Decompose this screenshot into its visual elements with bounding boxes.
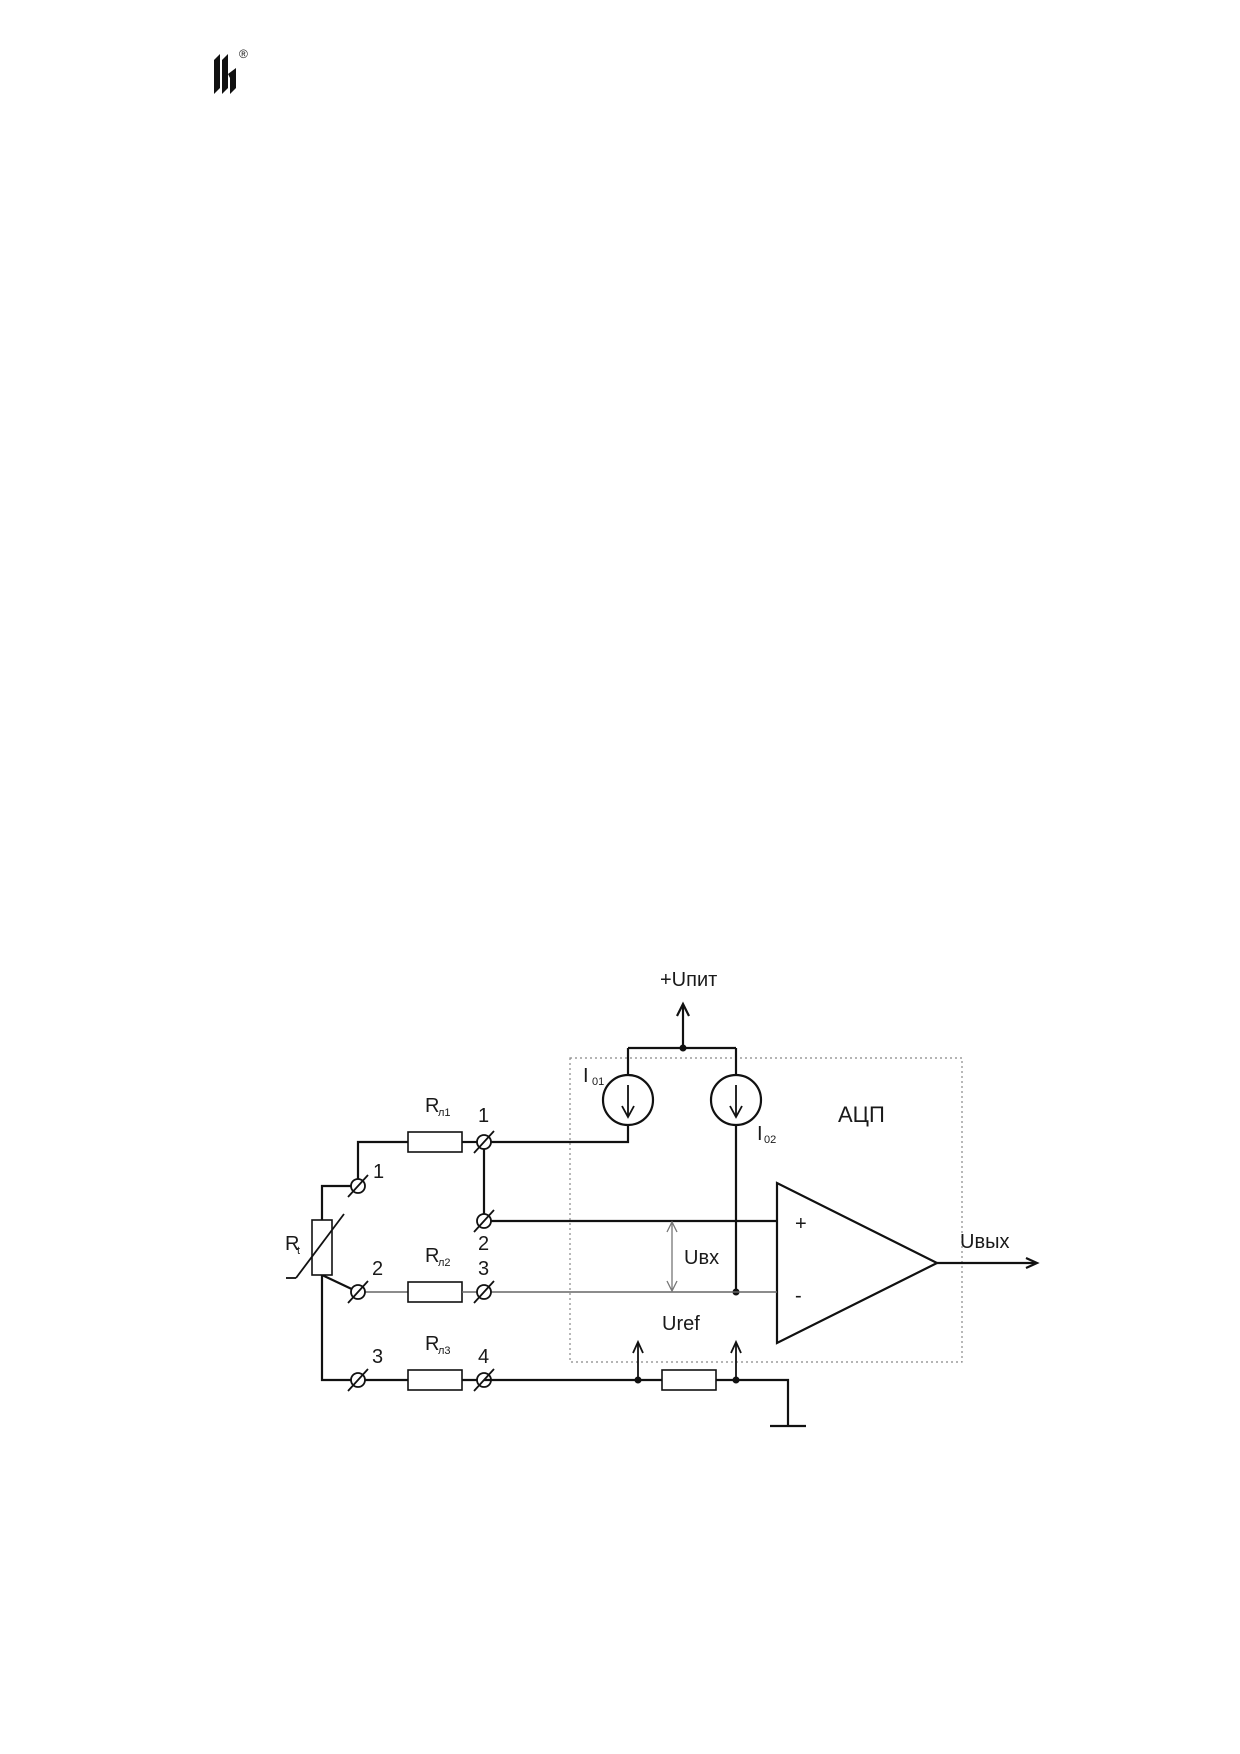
sensor-sub: t bbox=[297, 1245, 300, 1257]
line-resistor-2-sub: л2 bbox=[438, 1257, 451, 1269]
supply-junction-dot bbox=[679, 1044, 687, 1052]
line-resistor-3-label: R bbox=[425, 1333, 439, 1355]
source1-output-wire bbox=[476, 1125, 630, 1144]
ground-wire bbox=[716, 1378, 790, 1426]
device-terminal-4-label: 4 bbox=[478, 1346, 489, 1368]
minus-input-sign: - bbox=[795, 1285, 802, 1307]
line-resistor-3-sub: л3 bbox=[438, 1345, 451, 1357]
supply-arrow-icon bbox=[676, 1001, 690, 1048]
plus-input-sign: + bbox=[795, 1213, 807, 1235]
current-source-2-label: I bbox=[757, 1123, 763, 1145]
adc-boundary-box bbox=[569, 1057, 963, 1363]
sensor-terminal-1-icon bbox=[347, 1174, 369, 1198]
line-resistor-2-icon bbox=[407, 1281, 463, 1303]
adc-label: АЦП bbox=[838, 1102, 885, 1127]
logo-mark-icon: ® bbox=[214, 47, 248, 94]
reference-arrow-left-icon bbox=[632, 1339, 644, 1380]
adc-amplifier-triangle bbox=[775, 1181, 940, 1345]
company-logo: ® bbox=[212, 47, 252, 103]
current-source-1-sub: 01 bbox=[592, 1076, 604, 1088]
reference-arrow-right-icon bbox=[730, 1339, 742, 1380]
registered-mark: ® bbox=[239, 48, 248, 61]
sensor-rt-icon bbox=[286, 1213, 345, 1279]
input-voltage-arrow-icon bbox=[666, 1220, 678, 1293]
current-source-2-icon bbox=[709, 1073, 763, 1127]
current-source-1-icon bbox=[601, 1073, 655, 1127]
output-arrow-icon bbox=[1025, 1256, 1040, 1270]
device-terminal-1-icon bbox=[473, 1130, 495, 1154]
device-terminal-3-label: 3 bbox=[478, 1258, 489, 1280]
line-resistor-3-icon bbox=[407, 1369, 463, 1391]
line-resistor-1-sub: л1 bbox=[438, 1107, 451, 1119]
output-label: Uвых bbox=[960, 1231, 1009, 1253]
reference-label: Uref bbox=[662, 1313, 700, 1335]
sensor-wire-1-lower bbox=[320, 1184, 358, 1220]
sensor-terminal-2-label: 2 bbox=[372, 1258, 383, 1280]
device-terminal-1-label: 1 bbox=[478, 1105, 489, 1127]
sensor-label: R bbox=[285, 1233, 299, 1255]
device-terminal-2-icon bbox=[473, 1209, 495, 1233]
sensor-terminal-3-icon bbox=[347, 1368, 369, 1392]
current-source-2-sub: 02 bbox=[764, 1134, 776, 1146]
sensor-wire-1-upper bbox=[356, 1140, 408, 1186]
reference-resistor-icon bbox=[661, 1369, 717, 1391]
input-voltage-label: Uвх bbox=[684, 1247, 719, 1269]
sensor-terminal-3-label: 3 bbox=[372, 1346, 383, 1368]
device-terminal-3-icon bbox=[473, 1280, 495, 1304]
line-resistor-1-icon bbox=[407, 1131, 463, 1153]
sensor-wire-3 bbox=[320, 1275, 358, 1382]
sensor-terminal-1-label: 1 bbox=[373, 1161, 384, 1183]
current-source-1-label: I bbox=[583, 1065, 589, 1087]
device-terminal-2-label: 2 bbox=[478, 1233, 489, 1255]
sensor-terminal-2-icon bbox=[347, 1280, 369, 1304]
line-resistor-2-label: R bbox=[425, 1245, 439, 1267]
supply-label: +Uпит bbox=[660, 969, 717, 991]
line-resistor-1-label: R bbox=[425, 1095, 439, 1117]
